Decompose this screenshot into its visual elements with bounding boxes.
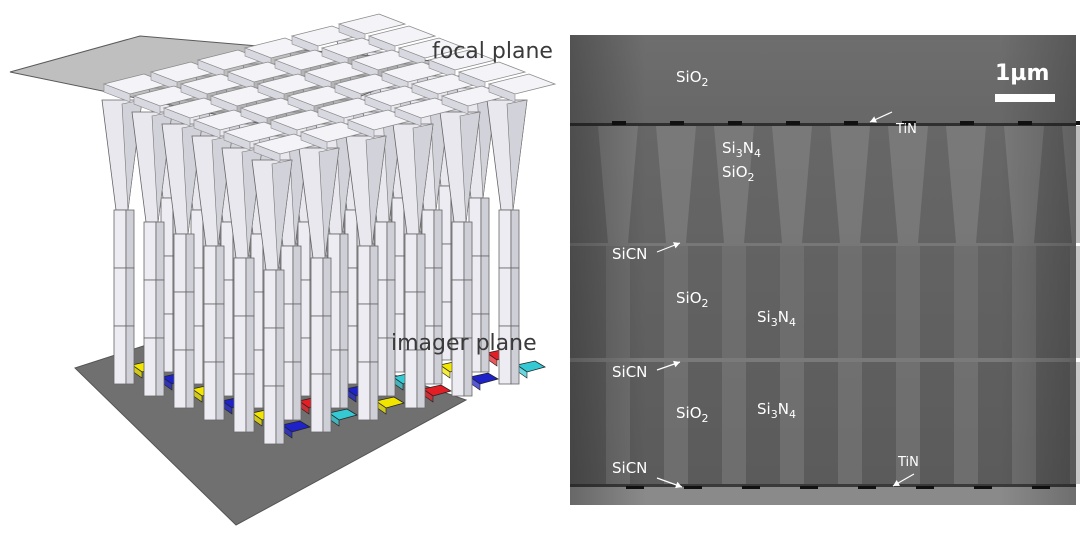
focal-plane-label: focal plane [432,39,553,64]
arrow-head-4 [893,480,900,486]
material-label-2: Si3N4 [722,139,761,160]
imager-plane-label: imager plane [391,331,537,356]
waveguide-array-illustration: focal plane imager plane [9,13,557,526]
material-label-10: SiCN [612,459,647,477]
material-label-6: Si3N4 [757,308,796,329]
material-label-7: SiCN [612,363,647,381]
scale-bar-label: 1µm [995,61,1049,86]
waveguide-column-34 [298,147,340,433]
waveguide-column-35 [251,159,293,445]
material-label-11: TiN [897,455,919,470]
material-label-8: SiO2 [676,404,709,425]
waveguide-column-29 [221,147,263,433]
waveguide-column-32 [392,123,434,409]
material-label-1: TiN [895,122,917,137]
waveguide-column-33 [345,135,387,421]
material-label-9: Si3N4 [757,400,796,421]
tin-mark-top-8 [1076,121,1080,125]
waveguide-column-23 [191,135,233,421]
waveguide-column-17 [161,123,203,409]
material-label-0: SiO2 [676,68,709,89]
waveguide-column-30 [486,99,528,385]
material-label-4: SiCN [612,245,647,263]
material-label-5: SiO2 [676,289,709,310]
collector-tiles [102,13,557,163]
arrow-head-0 [870,116,877,123]
waveguide-column-5 [101,99,143,385]
scale-bar [995,94,1055,102]
label-arrows [656,111,915,489]
material-labels: SiO2TiNSi3N4SiO2SiCNSiO2Si3N4SiCNSiO2Si3… [612,68,919,477]
arrow-head-3 [675,481,682,489]
sem-cross-section: 1µm SiO2TiNSi3N4SiO2SiCNSiO2Si3N4SiCNSiO… [570,35,1080,505]
arrow-head-2 [673,360,680,368]
waveguide-column-11 [131,111,173,397]
arrow-head-1 [673,242,680,249]
waveguide-column-31 [439,111,481,397]
sem-edge-fade [570,35,1076,505]
material-label-3: SiO2 [722,163,755,184]
